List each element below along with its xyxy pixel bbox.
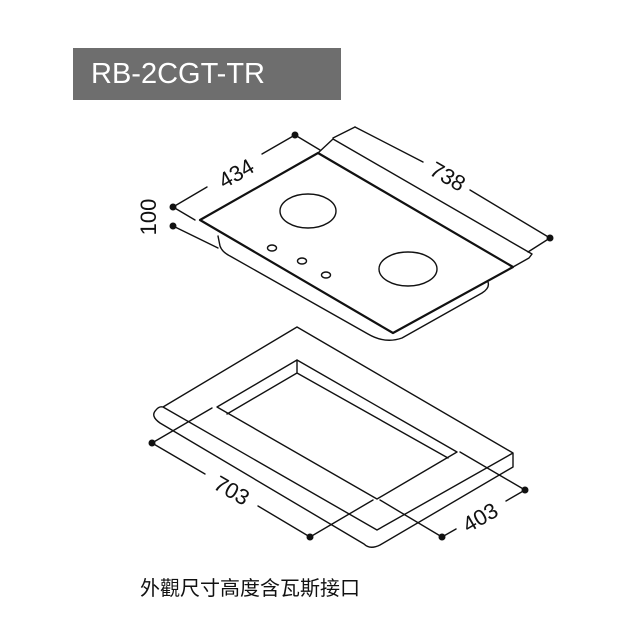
dim-dot	[306, 533, 314, 541]
dim-dot	[291, 131, 299, 139]
cutout-drawing	[153, 326, 514, 548]
caption: 外觀尺寸高度含瓦斯接口	[140, 576, 360, 600]
knob-3	[320, 271, 332, 279]
cutout-dimensions: 703 403	[148, 407, 529, 541]
dim-cooktop-height: 100	[136, 199, 161, 236]
model-label: RB-2CGT-TR	[73, 48, 341, 100]
burner-right	[378, 251, 438, 287]
dim-cutout-depth: 403	[458, 497, 502, 537]
knob-1	[266, 244, 278, 252]
counter-outer	[153, 326, 514, 548]
dim-dot	[148, 439, 156, 447]
cooktop-body	[217, 235, 490, 341]
knob-2	[296, 257, 308, 265]
cooktop-back-strip	[317, 138, 533, 268]
dim-dot	[169, 203, 177, 211]
dim-dot	[438, 533, 446, 541]
cooktop-drawing	[198, 138, 533, 341]
dim-dot	[546, 234, 554, 242]
dim-dot	[169, 222, 177, 230]
dim-cutout-width: 703	[210, 470, 254, 510]
dim-dot	[521, 486, 529, 494]
dim-cooktop-width: 738	[426, 156, 470, 196]
burner-left	[279, 193, 337, 229]
dim-cooktop-depth: 434	[214, 153, 258, 193]
cutout-opening	[216, 359, 458, 500]
